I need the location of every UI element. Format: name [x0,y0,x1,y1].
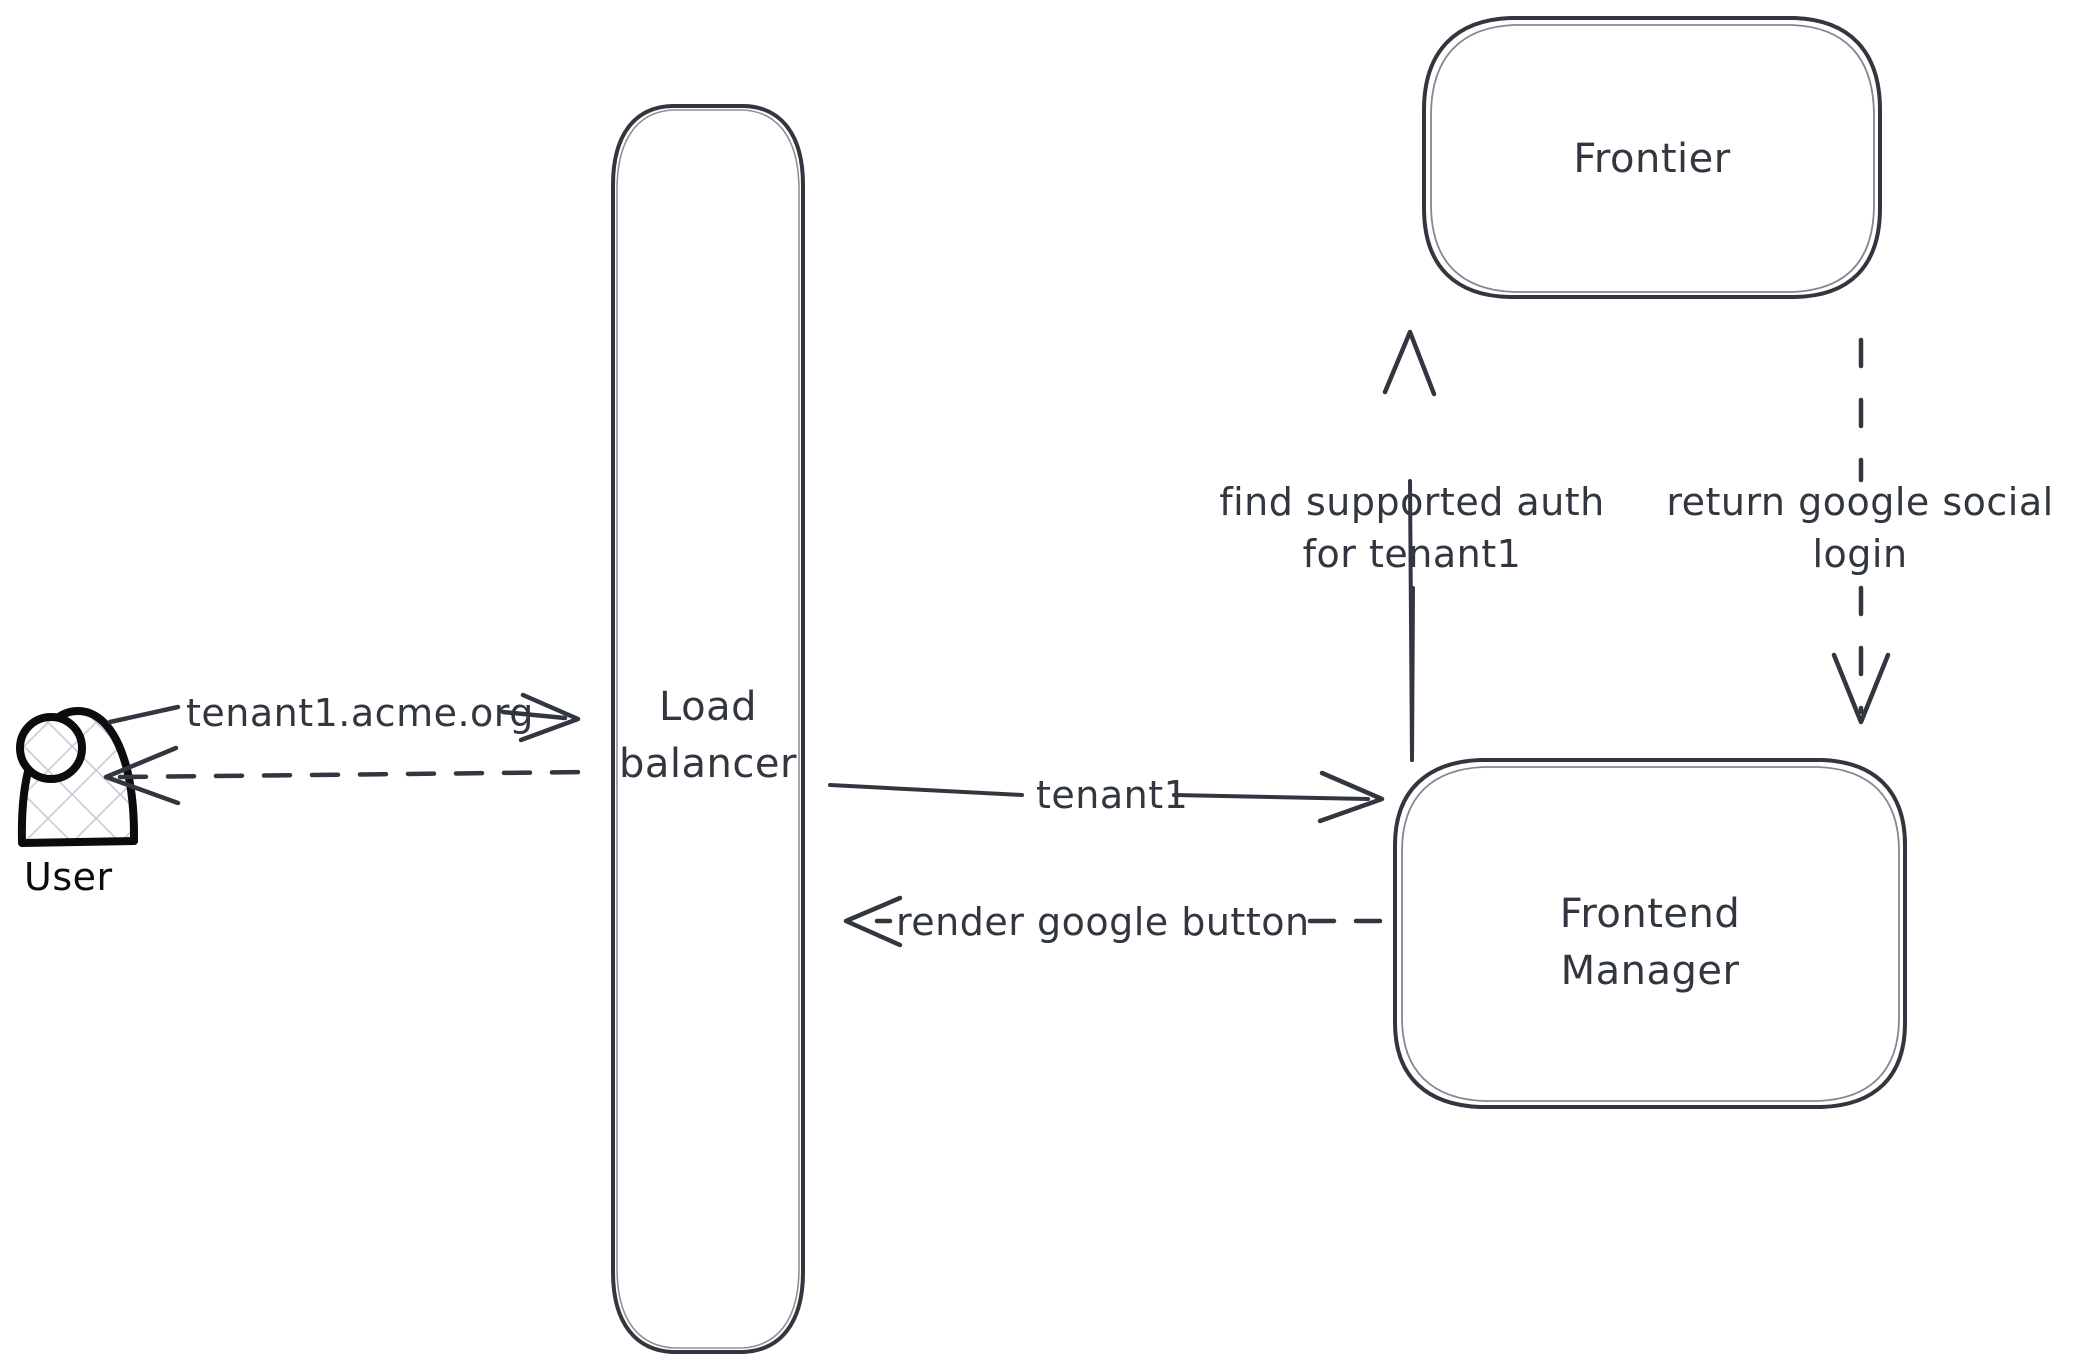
edge-frontier-fm-arrowhead [1831,652,1891,725]
frontier-shape-sketch [1430,24,1875,293]
edge-frontend-manager-to-frontier[interactable]: find supported auth for tenant1 [1219,329,1605,762]
edge-user-to-load-balancer[interactable]: tenant1.acme.org [107,691,581,743]
load-balancer-shape-sketch [616,109,800,1349]
edge-lb-fm-line-left [828,783,1024,797]
load-balancer-label-line2: balancer [619,741,797,787]
edge-user-lb-line-right [500,709,568,721]
edge-fm-frontier-line-lower [1410,586,1415,762]
edge-frontier-to-frontend-manager[interactable]: return google social login [1666,337,2053,725]
edge-user-lb-arrowhead [518,692,581,743]
edge-lb-user-dashed-line [117,769,595,780]
edge-label-return-google-social-line2: login [1812,532,1907,576]
frontend-manager-shape [1393,758,1907,1109]
user-label: User [24,855,113,899]
frontend-manager-label-line1: Frontend [1560,891,1741,937]
frontier-shape [1422,16,1882,299]
frontend-manager-label-line2: Manager [1561,948,1740,994]
load-balancer-shape [611,104,805,1354]
node-frontier[interactable]: Frontier [1422,16,1882,299]
edge-label-render-google-button: render google button [896,900,1310,944]
user-actor[interactable]: User [16,706,139,899]
user-body-base [18,837,138,847]
node-frontend-manager[interactable]: Frontend Manager [1393,758,1907,1109]
edge-lb-user-arrowhead [103,745,181,806]
node-load-balancer[interactable]: Load balancer [611,104,805,1354]
load-balancer-label-line1: Load [659,684,757,730]
user-head-outline [16,713,86,783]
edge-fm-lb-arrowhead [843,895,903,948]
edge-label-find-supported-auth-line1: find supported auth [1219,480,1605,524]
edge-load-balancer-to-frontend-manager[interactable]: tenant1 [828,770,1385,824]
edge-label-return-google-social-line1: return google social [1666,480,2053,524]
edge-fm-frontier-arrowhead [1382,329,1437,397]
edge-frontend-manager-to-load-balancer[interactable]: render google button [843,895,1388,948]
edge-load-balancer-to-user[interactable] [103,745,595,806]
edge-lb-fm-line-right [1172,793,1370,801]
edge-lb-fm-arrowhead [1317,770,1385,824]
frontend-manager-shape-sketch [1401,766,1900,1102]
edge-label-tenant1-acme-org: tenant1.acme.org [186,691,534,735]
user-head-fill [20,717,82,779]
edge-label-tenant1: tenant1 [1036,773,1188,817]
frontier-label: Frontier [1573,136,1730,182]
edge-user-lb-line-left [107,704,181,725]
edge-label-find-supported-auth-line2: for tenant1 [1303,532,1522,576]
